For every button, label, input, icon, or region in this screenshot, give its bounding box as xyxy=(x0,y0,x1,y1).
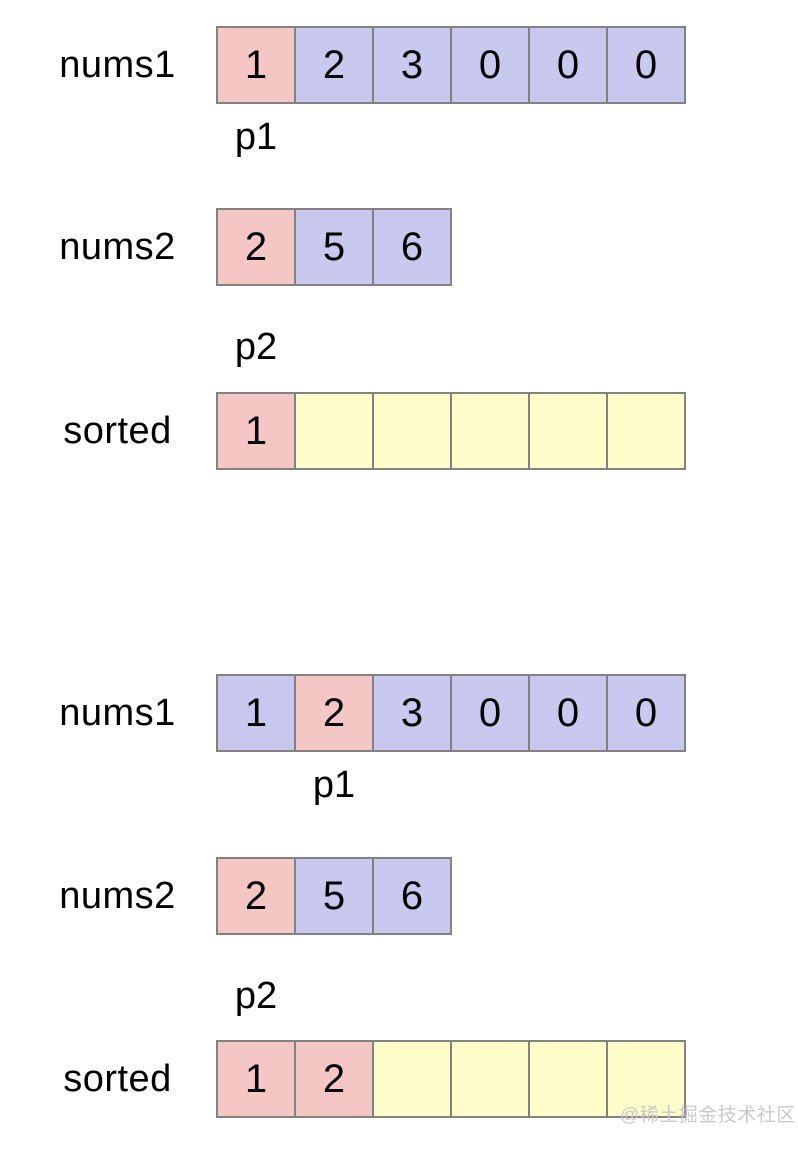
nums2-cell-2: 6 xyxy=(372,857,452,935)
sorted-cell-3 xyxy=(450,1040,530,1118)
nums1-cell-5: 0 xyxy=(606,26,686,104)
nums2-label: nums2 xyxy=(59,874,176,917)
sorted-cell-0: 1 xyxy=(216,1040,296,1118)
nums1-cell-1: 2 xyxy=(294,674,374,752)
p2-pointer-label: p2 xyxy=(234,326,278,368)
p1-pointer-label: p1 xyxy=(312,764,356,806)
sorted-cell-4 xyxy=(528,1040,608,1118)
step1-sorted-row: sorted 1 xyxy=(0,392,798,470)
sorted-cell-2 xyxy=(372,1040,452,1118)
nums1-cell-1: 2 xyxy=(294,26,374,104)
nums1-cell-3: 0 xyxy=(450,26,530,104)
p1-pointer-label: p1 xyxy=(234,116,278,158)
nums2-cell-0: 2 xyxy=(216,208,296,286)
sorted-cell-0: 1 xyxy=(216,392,296,470)
sorted-cell-5 xyxy=(606,1040,686,1118)
nums1-cell-3: 0 xyxy=(450,674,530,752)
sorted-cell-3 xyxy=(450,392,530,470)
nums2-cell-2: 6 xyxy=(372,208,452,286)
nums1-cell-0: 1 xyxy=(216,26,296,104)
sorted-label: sorted xyxy=(63,1057,172,1100)
sorted-array: 1 xyxy=(216,392,686,470)
nums2-label: nums2 xyxy=(59,225,176,268)
sorted-cell-1: 2 xyxy=(294,1040,374,1118)
p2-pointer-label: p2 xyxy=(234,975,278,1017)
nums1-label: nums1 xyxy=(59,691,176,734)
nums1-cell-2: 3 xyxy=(372,674,452,752)
sorted-cell-5 xyxy=(606,392,686,470)
sorted-cell-2 xyxy=(372,392,452,470)
sorted-cell-1 xyxy=(294,392,374,470)
nums1-cell-4: 0 xyxy=(528,26,608,104)
watermark: @稀土掘金技术社区 xyxy=(620,1105,796,1126)
nums2-cell-0: 2 xyxy=(216,857,296,935)
nums1-cell-4: 0 xyxy=(528,674,608,752)
sorted-cell-4 xyxy=(528,392,608,470)
nums1-label: nums1 xyxy=(59,43,176,86)
nums1-cell-5: 0 xyxy=(606,674,686,752)
sorted-label: sorted xyxy=(63,409,172,452)
nums1-cell-2: 3 xyxy=(372,26,452,104)
nums1-cell-0: 1 xyxy=(216,674,296,752)
nums2-cell-1: 5 xyxy=(294,208,374,286)
nums2-cell-1: 5 xyxy=(294,857,374,935)
